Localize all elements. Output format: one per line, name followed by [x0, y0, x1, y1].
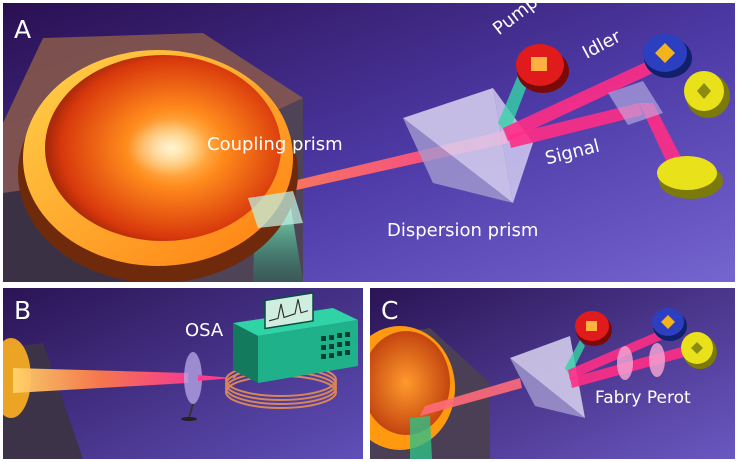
- osa-screen: [264, 292, 314, 330]
- panel-a: A Pump Idler Coupling prism Signal Dispe…: [3, 3, 735, 282]
- signal-detector-2: [657, 156, 723, 199]
- panel-c: C Fabry Perot: [370, 288, 735, 459]
- resonator-disk: [18, 50, 298, 282]
- beam: [13, 368, 188, 393]
- dispersion-prism: [510, 336, 585, 418]
- coupling-prism: [248, 191, 303, 228]
- pump-beam-down: [410, 416, 432, 459]
- osa-keypad: [321, 332, 350, 359]
- signal-detector: [681, 332, 717, 369]
- idler-detector: [652, 308, 687, 341]
- fabry-perot-2: [649, 343, 665, 377]
- panel-b-illustration: [3, 288, 363, 459]
- pump-output-beam: [498, 75, 528, 135]
- pump-detector: [516, 44, 569, 93]
- pump-output-beam: [565, 340, 585, 376]
- signal-detector: [684, 71, 730, 118]
- osa-spectrum: [268, 299, 309, 322]
- panel-c-illustration: [370, 288, 735, 459]
- fabry-perot-1: [617, 346, 633, 380]
- focused-beam: [198, 375, 233, 381]
- main-beam: [420, 378, 522, 416]
- signal-beam: [508, 103, 643, 148]
- idler-detector: [643, 34, 692, 78]
- panel-b: B OSA: [3, 288, 363, 459]
- beam-splitter: [608, 81, 663, 125]
- osa-device: [233, 292, 358, 383]
- panel-a-illustration: [3, 3, 735, 282]
- signal-reflected-beam: [639, 103, 683, 165]
- idler-beam: [503, 61, 653, 141]
- lens: [181, 352, 202, 421]
- pump-detector: [575, 311, 612, 346]
